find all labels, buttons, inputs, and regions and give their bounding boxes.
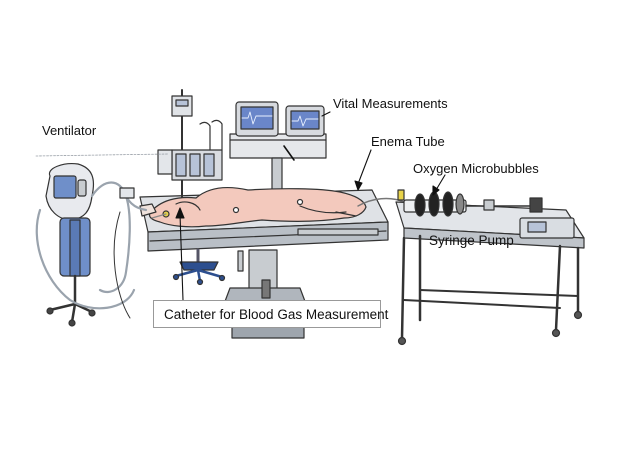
catheter-pointer-line [179,213,184,301]
enema-tube-label: Enema Tube [371,134,445,149]
oxygen-microbubble-device [397,189,465,217]
oxygen-pointer-line [435,174,446,191]
pig-icon [139,187,367,228]
vital-pointer-line [321,111,331,117]
office-chair-icon [172,248,226,286]
ventilator-icon [35,163,148,327]
oxygen-pointer-arrowhead [432,185,440,196]
infusion-pump-icon [157,89,223,199]
syringe-pump-label: Syringe Pump [429,233,514,248]
oxygen-microbubbles-label: Oxygen Microbubbles [413,161,539,176]
catheter-pointer-arrowhead [175,207,185,219]
enema-pointer-line [357,149,372,185]
ventilator-label: Ventilator [42,123,97,138]
vital-measurements-label: Vital Measurements [333,96,448,111]
enema-pointer-arrowhead [354,180,363,191]
monitor-icon [285,105,325,137]
monitor-icon [235,101,279,137]
catheter-label: Catheter for Blood Gas Measurement [153,300,388,328]
monitor-cart [229,133,327,193]
